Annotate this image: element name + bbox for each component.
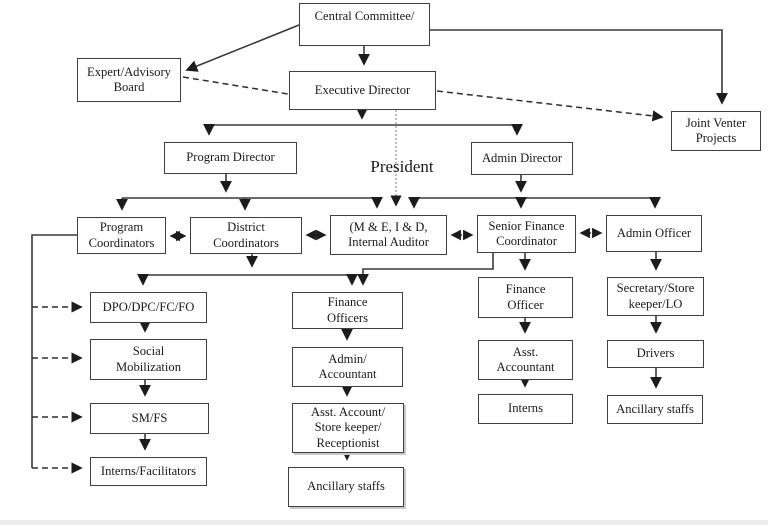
org-box-ancillary-staffs-mid: Ancillary staffs: [288, 467, 404, 507]
org-box-central-committee: Central Committee/: [299, 3, 430, 46]
org-box-dpo-dpc-fc-fo: DPO/DPC/FC/FO: [90, 292, 207, 323]
org-box-secretary-store-keeper-lo: Secretary/Store keeper/LO: [607, 277, 704, 316]
org-box-admin-director: Admin Director: [471, 142, 573, 175]
org-box-asst-accountant: Asst. Accountant: [478, 340, 573, 380]
org-box-me-id-internal-auditor: (M & E, I & D, Internal Auditor: [330, 215, 447, 255]
dotted-peer-connectors: [169, 227, 603, 242]
org-box-senior-finance-coordinator: Senior Finance Coordinator: [477, 215, 576, 253]
org-box-interns: Interns: [478, 394, 573, 424]
org-box-program-director: Program Director: [164, 142, 297, 174]
org-box-admin-accountant: Admin/ Accountant: [292, 347, 403, 387]
org-box-social-mobilization: Social Mobilization: [90, 339, 207, 380]
org-box-asst-account-store-keeper-receptionist: Asst. Account/ Store keeper/ Receptionis…: [292, 403, 404, 453]
org-box-sm-fs: SM/FS: [90, 403, 209, 434]
org-box-joint-venter-projects: Joint Venter Projects: [671, 111, 761, 151]
org-box-district-coordinators: District Coordinators: [190, 217, 302, 254]
org-box-admin-officer: Admin Officer: [606, 215, 702, 252]
solid-connectors: [31, 24, 728, 468]
org-box-interns-facilitators: Interns/Facilitators: [90, 457, 207, 486]
president-label: President: [370, 157, 434, 176]
dashed-connectors: [32, 76, 664, 474]
org-box-finance-officer: Finance Officer: [478, 277, 573, 318]
org-box-drivers: Drivers: [607, 340, 704, 368]
org-box-expert-advisory-board: Expert/Advisory Board: [77, 58, 181, 102]
org-box-executive-director: Executive Director: [289, 71, 436, 110]
org-box-ancillary-staffs-right: Ancillary staffs: [607, 395, 703, 424]
page-edge-strip: [0, 520, 768, 525]
org-box-program-coordinators: Program Coordinators: [77, 217, 166, 254]
org-box-finance-officers: Finance Officers: [292, 292, 403, 329]
